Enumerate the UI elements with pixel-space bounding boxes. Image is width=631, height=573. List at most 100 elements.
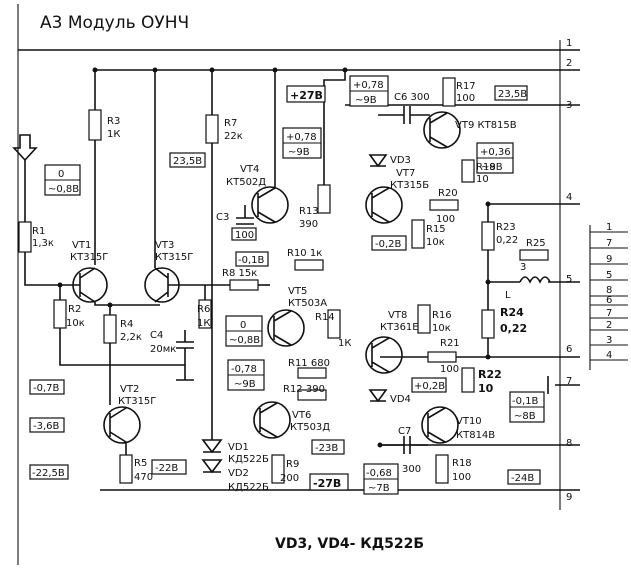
- transistor-vt7: [365, 186, 403, 224]
- resistor-r25: [519, 249, 549, 261]
- vt10-type: КТ814В: [456, 430, 495, 441]
- r15-name: R15: [426, 224, 446, 235]
- r24-name: R24: [500, 306, 524, 319]
- transistor-vt5: [267, 309, 305, 347]
- r1-value: 1,3к: [32, 238, 54, 249]
- resistor-r22: [461, 367, 475, 393]
- voltage-tag-vt9-c: [494, 85, 528, 101]
- r10-label: R10 1к: [287, 248, 322, 259]
- transistor-vt4: [251, 186, 289, 224]
- voltage-tag-vt5-top: [235, 251, 269, 267]
- r22-value: 10: [478, 382, 494, 395]
- resistor-r20: [429, 199, 459, 211]
- volt-vt9-c: 23,5В: [498, 89, 527, 100]
- volt-vt5-top: -0,1В: [238, 255, 265, 266]
- voltage-tag-vt2-b: [29, 417, 65, 433]
- vt6-name: VT6: [292, 410, 311, 421]
- r22-name: R22: [478, 368, 502, 381]
- r17-name: R17: [456, 81, 476, 92]
- voltage-tag-vt7-e: [371, 235, 407, 251]
- r14-value: 1К: [338, 338, 351, 349]
- diode-vd3: [368, 154, 388, 168]
- volt-vt10-b-ac: ~7В: [368, 483, 390, 494]
- vd1-name: VD1: [228, 442, 249, 453]
- resistor-r19: [461, 159, 475, 183]
- rpin-1: 1: [606, 222, 612, 233]
- rpin-2: 2: [606, 320, 612, 331]
- vt4-name: VT4: [240, 164, 259, 175]
- resistor-r16: [417, 304, 431, 334]
- rpin-9: 9: [606, 254, 612, 265]
- volt-in-ac: ~0,8В: [48, 184, 79, 195]
- vt5-type: КТ503А: [288, 298, 327, 309]
- pin-label-4: 4: [566, 192, 572, 203]
- volt-vt9-e-dc: +0,36: [480, 147, 511, 158]
- resistor-r21: [427, 351, 457, 363]
- volt-vt6-b-dc: -0,78: [231, 364, 257, 375]
- r2-name: R2: [68, 304, 81, 315]
- r11-label: R11 680: [288, 358, 330, 369]
- rpin-5: 5: [606, 270, 612, 281]
- volt-vt5-b-dc: 0: [240, 320, 246, 331]
- vt2-name: VT2: [120, 384, 139, 395]
- volt-vt10-b-dc: -0,68: [366, 468, 392, 479]
- capacitor-c4: [176, 330, 194, 381]
- vt3-name: VT3: [155, 240, 174, 251]
- voltage-tag-rail-pos: [286, 85, 326, 103]
- footnote: VD3, VD4- КД522Б: [275, 536, 424, 552]
- r23-value: 0,22: [496, 235, 518, 246]
- volt-vt10-e-dc: -0,1В: [512, 396, 539, 407]
- r7-name: R7: [224, 118, 237, 129]
- volt-vd1-a: -22В: [155, 463, 178, 474]
- resistor-r24: [481, 309, 495, 339]
- capacitor-c7: [380, 436, 428, 454]
- schematic-title: A3 Модуль ОУНЧ: [40, 13, 189, 33]
- vd2-type: КД522Б: [228, 482, 269, 493]
- voltage-tag-vd1: [151, 459, 187, 475]
- r16-value: 10к: [432, 323, 451, 334]
- capacitor-c6: [378, 106, 430, 124]
- resistor-r17: [442, 77, 456, 107]
- pin-label-8: 8: [566, 438, 572, 449]
- volt-rail-neg: -27В: [313, 477, 341, 490]
- resistor-r14: [327, 309, 341, 339]
- vd2-name: VD2: [228, 468, 249, 479]
- r8-label: R8 15к: [222, 268, 257, 279]
- r3-value: 1К: [107, 129, 120, 140]
- r25-value: 3: [520, 262, 526, 273]
- r1-name: R1: [32, 226, 45, 237]
- diode-vd4: [368, 389, 388, 403]
- vd3-name: VD3: [390, 155, 411, 166]
- transistor-vt9: [423, 111, 461, 149]
- volt-vt2-e: -22,5В: [32, 468, 65, 479]
- r20-name: R20: [438, 188, 458, 199]
- c6-label: C6 300: [394, 92, 430, 103]
- pin-label-5: 5: [566, 274, 572, 285]
- rpin-7: 7: [606, 238, 612, 249]
- volt-rail-pos: +27В: [290, 89, 323, 102]
- volt-vt2-b: -3,6В: [33, 421, 60, 432]
- r21-value: 100: [440, 364, 459, 375]
- r2-value: 10к: [66, 318, 85, 329]
- voltage-tag-vt6-e: [311, 439, 345, 455]
- vt10-name: VT10: [456, 416, 482, 427]
- resistor-r3: [88, 109, 102, 141]
- volt-vt4-c-dc: +0,78: [286, 132, 317, 143]
- rpin-6: 6: [606, 295, 612, 306]
- voltage-tag-vt10-c: [507, 469, 541, 485]
- resistor-r2: [53, 299, 67, 329]
- vt1-type: КТ315Г: [70, 252, 108, 263]
- volt-vt1-e: -0,7В: [33, 383, 60, 394]
- r19-value: 10: [476, 174, 489, 185]
- rpin-8: 8: [606, 285, 612, 296]
- vt8-name: VT8: [388, 310, 407, 321]
- resistor-r18: [435, 454, 449, 484]
- r13-name: R13: [299, 206, 319, 217]
- diode-vd1: [201, 439, 223, 454]
- r25-name: R25: [526, 238, 546, 249]
- r13-value: 390: [299, 219, 318, 230]
- vt4-type: КТ502Д: [226, 177, 266, 188]
- voltage-tag-vt1-e: [29, 379, 65, 395]
- vt8-type: КТ361Е: [380, 322, 419, 333]
- r18-value: 100: [452, 472, 471, 483]
